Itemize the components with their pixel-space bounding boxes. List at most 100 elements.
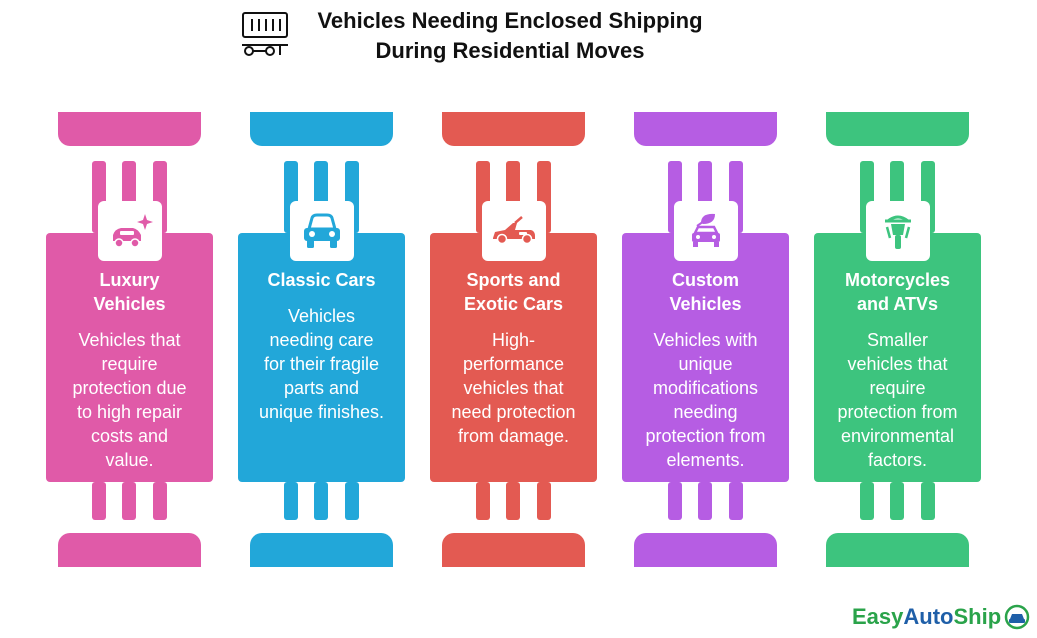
logo-text-easy: Easy [852, 604, 904, 629]
desc-line: performance [462, 354, 565, 374]
custom-car-leaf-icon [692, 213, 720, 247]
bottom-stripe [345, 482, 359, 520]
bottom-stripe [921, 482, 935, 520]
motorcycle-icon [885, 215, 911, 249]
sports-car-icon [493, 216, 535, 245]
top-cap [442, 112, 585, 146]
desc-line: elements. [666, 450, 745, 470]
desc-line: unique [678, 354, 733, 374]
title-line-2: During Residential Moves [375, 38, 645, 63]
column-description: Vehicles that require protection due to … [52, 328, 207, 472]
desc-line: Smaller [866, 330, 928, 350]
truck-trailer-icon [242, 12, 288, 56]
column-heading: Custom Vehicles [628, 268, 783, 316]
desc-line: parts and [283, 378, 360, 398]
bottom-stripe [122, 482, 136, 520]
desc-line: require [101, 354, 158, 374]
panel [622, 233, 789, 482]
bottom-stripe [537, 482, 551, 520]
page-title: Vehicles Needing Enclosed Shipping Durin… [300, 6, 720, 66]
desc-line: needing care [269, 330, 374, 350]
heading-line: Motorcycles [844, 270, 951, 290]
desc-line: Vehicles [287, 306, 356, 326]
desc-line: environmental [840, 426, 955, 446]
bottom-stripe [314, 482, 328, 520]
top-cap [826, 112, 969, 146]
top-cap [634, 112, 777, 146]
desc-line: Vehicles with [653, 330, 758, 350]
bottom-cap [826, 533, 969, 567]
desc-line: for their fragile [263, 354, 380, 374]
luxury-car-sparkle-icon [113, 214, 153, 248]
logo-car-icon [1004, 604, 1030, 630]
bottom-stripe [153, 482, 167, 520]
column-description: Smaller vehicles that require protection… [820, 328, 975, 472]
bottom-cap [442, 533, 585, 567]
icon-box [98, 201, 162, 261]
panel [814, 233, 981, 482]
top-cap [58, 112, 201, 146]
bottom-stripe [729, 482, 743, 520]
heading-line: Custom [672, 270, 739, 290]
column-heading: Sports and Exotic Cars [436, 268, 591, 316]
desc-line: costs and [90, 426, 169, 446]
title-line-1: Vehicles Needing Enclosed Shipping [317, 8, 703, 33]
desc-line: value. [105, 450, 154, 470]
heading-line: Luxury [99, 270, 160, 290]
panel [430, 233, 597, 482]
icon-box [290, 201, 354, 261]
heading-line: Classic Cars [267, 270, 376, 290]
bottom-stripe [284, 482, 298, 520]
desc-line: need protection [451, 402, 576, 422]
desc-line: protection from [645, 426, 766, 446]
column-classic-cars: Classic Cars Vehicles needing care for t… [238, 0, 408, 638]
desc-line: protection due [72, 378, 187, 398]
column-description: High- performance vehicles that need pro… [436, 328, 591, 448]
desc-line: to high repair [76, 402, 183, 422]
heading-line: Sports and [466, 270, 561, 290]
heading-line: and ATVs [856, 294, 938, 314]
bottom-stripe [506, 482, 520, 520]
column-motorcycles-atvs: Motorcycles and ATVs Smaller vehicles th… [814, 0, 984, 638]
bottom-stripe [860, 482, 874, 520]
desc-line: vehicles that [463, 378, 564, 398]
column-heading: Classic Cars [244, 268, 399, 292]
classic-car-icon [304, 213, 340, 248]
desc-line: protection from [837, 402, 958, 422]
panel [46, 233, 213, 482]
bottom-cap [250, 533, 393, 567]
logo-text-auto: Auto [903, 604, 954, 629]
heading-line: Vehicles [669, 294, 742, 314]
bottom-stripe [668, 482, 682, 520]
bottom-cap [634, 533, 777, 567]
desc-line: Vehicles that [78, 330, 181, 350]
icon-box [866, 201, 930, 261]
bottom-stripe [698, 482, 712, 520]
desc-line: needing [673, 402, 738, 422]
icon-box [674, 201, 738, 261]
panel [238, 233, 405, 482]
desc-line: unique finishes. [258, 402, 385, 422]
heading-line: Exotic Cars [463, 294, 564, 314]
desc-line: factors. [867, 450, 928, 470]
logo-text-ship: Ship [953, 604, 1002, 629]
desc-line: from damage. [457, 426, 570, 446]
desc-line: require [869, 378, 926, 398]
top-cap [250, 112, 393, 146]
column-luxury-vehicles: Luxury Vehicles Vehicles that require pr… [46, 0, 216, 638]
brand-logo: Easy Auto Ship [852, 604, 1030, 630]
column-sports-exotic-cars: Sports and Exotic Cars High- performance… [430, 0, 600, 638]
bottom-stripe [92, 482, 106, 520]
desc-line: vehicles that [847, 354, 948, 374]
column-custom-vehicles: Custom Vehicles Vehicles with unique mod… [622, 0, 792, 638]
bottom-stripe [476, 482, 490, 520]
column-heading: Luxury Vehicles [52, 268, 207, 316]
icon-box [482, 201, 546, 261]
heading-line: Vehicles [93, 294, 166, 314]
desc-line: High- [491, 330, 535, 350]
desc-line: modifications [652, 378, 759, 398]
bottom-cap [58, 533, 201, 567]
column-description: Vehicles needing care for their fragile … [244, 304, 399, 424]
bottom-stripe [890, 482, 904, 520]
column-heading: Motorcycles and ATVs [820, 268, 975, 316]
